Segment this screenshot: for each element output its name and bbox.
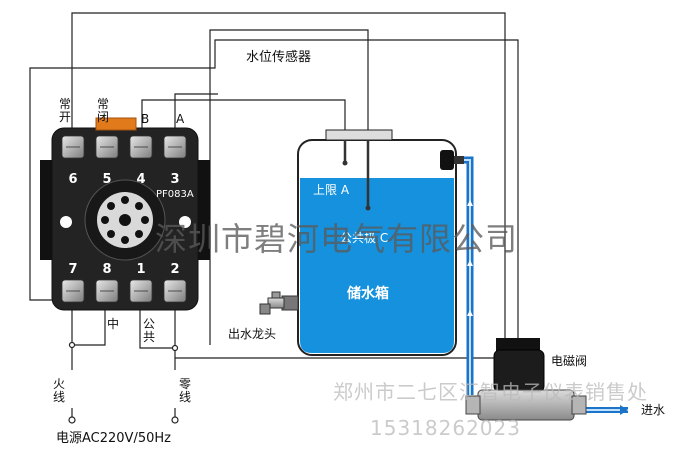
label-upper-limit: 上限 A xyxy=(313,183,350,197)
inlet-fitting xyxy=(440,150,454,170)
label-normally-closed: 常闭 xyxy=(96,97,109,124)
relay-base xyxy=(40,117,210,311)
label-solenoid-valve: 电磁阀 xyxy=(551,354,588,368)
wire-outer-loop xyxy=(29,39,519,345)
wire-ends xyxy=(68,341,179,424)
sensor-bracket xyxy=(325,129,393,141)
solenoid-valve xyxy=(465,338,587,421)
tank-water xyxy=(300,178,454,353)
relay-right-tab xyxy=(198,160,210,260)
top-screws xyxy=(61,135,187,159)
terminal-bottom-4: 2 xyxy=(170,262,180,277)
watermark-main: 深圳市碧河电气有限公司 xyxy=(155,220,519,258)
label-normally-open: 常开 xyxy=(58,97,71,124)
wire-terminal8 xyxy=(72,300,106,346)
socket-pins xyxy=(101,196,149,244)
watermark-phone: 15318262023 xyxy=(370,416,521,440)
mount-hole-right xyxy=(179,216,191,228)
water-tank xyxy=(259,129,464,356)
label-common-electrode: 公共极 C xyxy=(340,231,389,245)
label-power: 电源AC220V/50Hz xyxy=(56,431,171,446)
label-water-sensor: 水位传感器 xyxy=(246,50,312,65)
terminal-bottom-2: 8 xyxy=(102,262,112,277)
label-a: A xyxy=(176,112,185,126)
label-neutral: 零线 xyxy=(178,377,191,404)
terminal-top-3: 4 xyxy=(136,172,146,187)
label-inlet: 进水 xyxy=(641,403,666,417)
terminal-bottom-1: 7 xyxy=(68,262,78,277)
mount-hole-left xyxy=(60,216,72,228)
label-middle: 中 xyxy=(107,317,120,331)
relay-model: PF083A xyxy=(156,189,194,200)
wire-a-terminal xyxy=(174,93,218,130)
watermark-company: 郑州市二七区汇智电子仪表销售处 xyxy=(333,380,648,404)
copper-jumper xyxy=(95,117,137,131)
label-live: 火线 xyxy=(52,377,65,404)
wire-no-to-valve xyxy=(71,12,506,345)
terminal-top-2: 5 xyxy=(102,172,112,187)
label-tank: 储水箱 xyxy=(347,286,389,302)
wire-terminal1 xyxy=(139,300,175,349)
label-common: 公共 xyxy=(142,317,155,344)
bottom-screws xyxy=(61,279,187,303)
label-outlet: 出水龙头 xyxy=(228,327,277,341)
relay-left-tab xyxy=(40,160,52,260)
terminal-top-4: 3 xyxy=(170,172,180,187)
terminal-top-1: 6 xyxy=(68,172,78,187)
terminal-bottom-3: 1 xyxy=(136,262,146,277)
outlet-faucet xyxy=(259,291,299,315)
label-b: B xyxy=(141,112,150,126)
wire-b-sensor xyxy=(141,99,346,158)
